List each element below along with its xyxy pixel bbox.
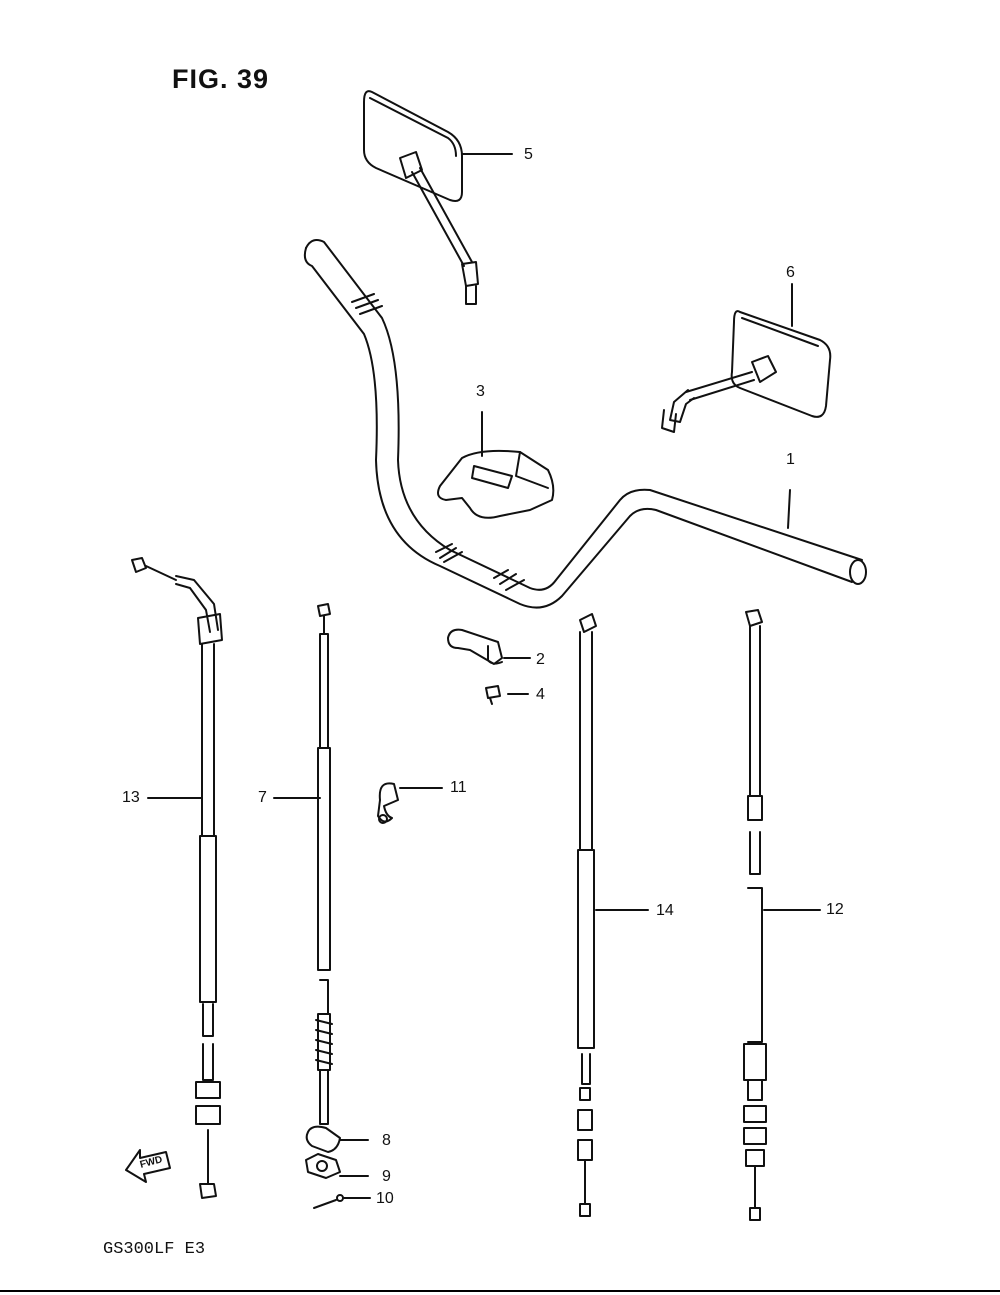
callout-3: 3	[476, 383, 485, 400]
model-code: GS300LF E3	[103, 1240, 206, 1259]
callout-9: 9	[382, 1168, 391, 1185]
part-11-clamp	[377, 782, 443, 824]
part-3-clamp-cover	[437, 411, 555, 519]
part-4-screw	[485, 685, 529, 705]
callout-2: 2	[536, 651, 545, 668]
part-5-left-mirror	[363, 90, 479, 305]
callout-5: 5	[524, 146, 533, 163]
part-7-cable	[273, 603, 333, 1125]
part-10-pin	[313, 1194, 371, 1209]
callout-12: 12	[826, 901, 844, 918]
callout-14: 14	[656, 902, 674, 919]
part-1-handlebar	[303, 239, 867, 609]
part-13-throttle-cable	[131, 557, 223, 1199]
part-12-cable	[743, 609, 821, 1221]
fwd-arrow	[125, 1149, 171, 1183]
part-6-right-mirror	[661, 310, 832, 433]
callout-13: 13	[122, 789, 140, 806]
figure-title: FIG. 39	[172, 64, 270, 94]
callout-8: 8	[382, 1132, 391, 1149]
callout-1: 1	[786, 451, 795, 468]
callout-6: 6	[786, 264, 795, 281]
part-14-cable	[577, 613, 649, 1217]
bottom-rule	[0, 1290, 1000, 1292]
callout-11: 11	[450, 779, 467, 796]
callout-4: 4	[536, 686, 545, 703]
callout-10: 10	[376, 1190, 394, 1207]
part-2-bracket	[447, 628, 531, 665]
part-8-nut	[305, 1125, 369, 1153]
callout-7: 7	[258, 789, 267, 806]
part-9-nut	[305, 1153, 369, 1179]
